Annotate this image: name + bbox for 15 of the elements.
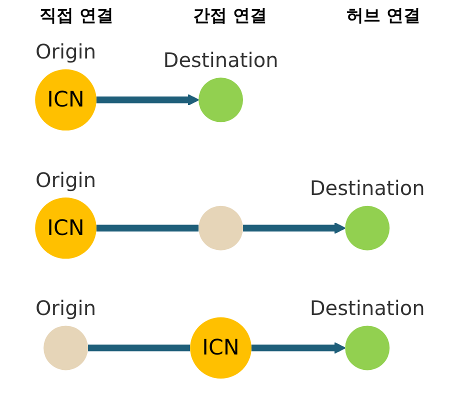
node-caption: Origin (35, 168, 96, 192)
node-label: ICN (47, 214, 84, 242)
node-caption: Destination (310, 296, 425, 320)
arrow (251, 342, 346, 354)
arrow (96, 94, 200, 106)
arrow (243, 222, 346, 234)
node-caption: Origin (35, 296, 96, 320)
row-title: 간접 연결 (193, 5, 267, 27)
node-label: ICN (47, 86, 84, 114)
node-caption: Destination (310, 176, 425, 200)
node-label: ICN (202, 334, 240, 362)
row-title: 직접 연결 (40, 5, 114, 27)
row-title: 허브 연결 (346, 5, 420, 27)
node-caption: Destination (163, 48, 278, 72)
node-caption: Origin (35, 40, 96, 64)
